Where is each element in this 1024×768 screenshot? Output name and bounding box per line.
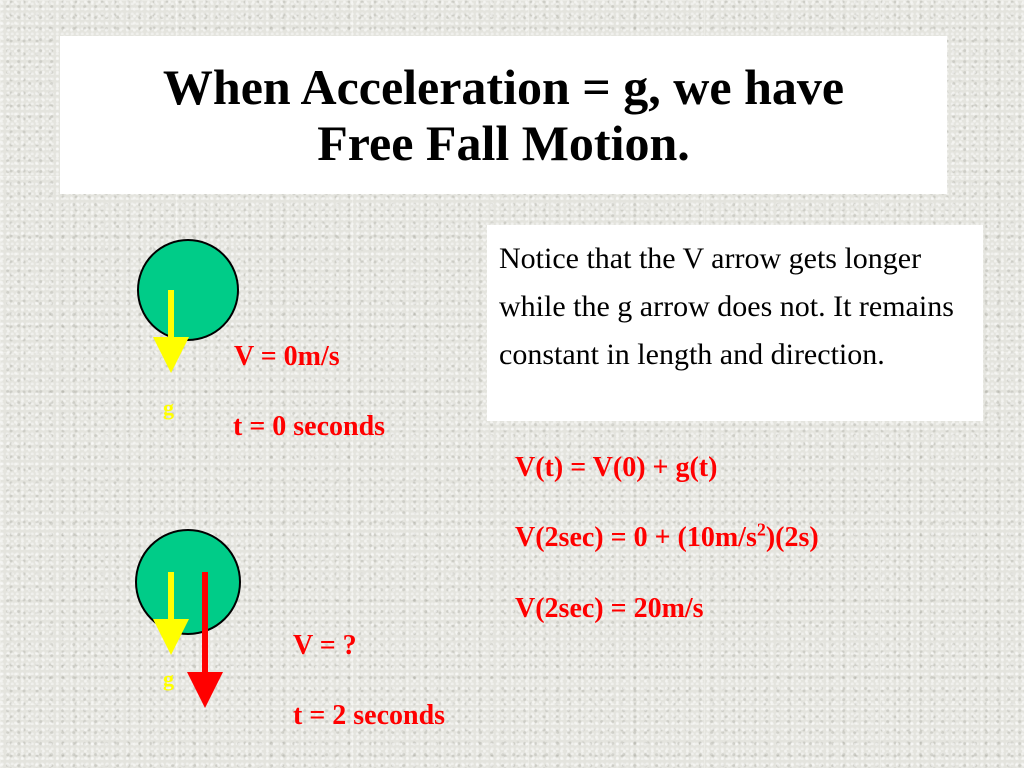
- title-line-2: Free Fall Motion.: [317, 115, 690, 171]
- equation-substitution-suffix: )(2s): [765, 522, 819, 553]
- equation-substitution-prefix: V(2sec) = 0 + (10m/s: [515, 522, 757, 553]
- title-box: When Acceleration = g, we have Free Fall…: [60, 36, 947, 194]
- time-state-2: t = 2 seconds: [293, 700, 446, 731]
- ball-state-1: [137, 239, 239, 341]
- g-label-state-1: g: [163, 395, 174, 420]
- equation-general: V(t) = V(0) + g(t): [515, 452, 718, 483]
- velocity-state-1: V = 0m/s: [234, 341, 340, 372]
- time-state-1: t = 0 seconds: [233, 411, 386, 442]
- slide-title: When Acceleration = g, we have Free Fall…: [163, 59, 844, 171]
- g-label-state-2: g: [163, 666, 174, 691]
- title-line-1: When Acceleration = g, we have: [162, 59, 845, 115]
- ball-state-2: [135, 529, 241, 635]
- velocity-state-2: V = ?: [293, 630, 357, 661]
- equation-result: V(2sec) = 20m/s: [515, 593, 704, 624]
- notice-box: Notice that the V arrow gets longer whil…: [487, 225, 983, 421]
- notice-text: Notice that the V arrow gets longer whil…: [499, 242, 954, 371]
- equation-exponent: 2: [756, 519, 766, 540]
- equation-substitution: V(2sec) = 0 + (10m/s2)(2s): [515, 519, 819, 554]
